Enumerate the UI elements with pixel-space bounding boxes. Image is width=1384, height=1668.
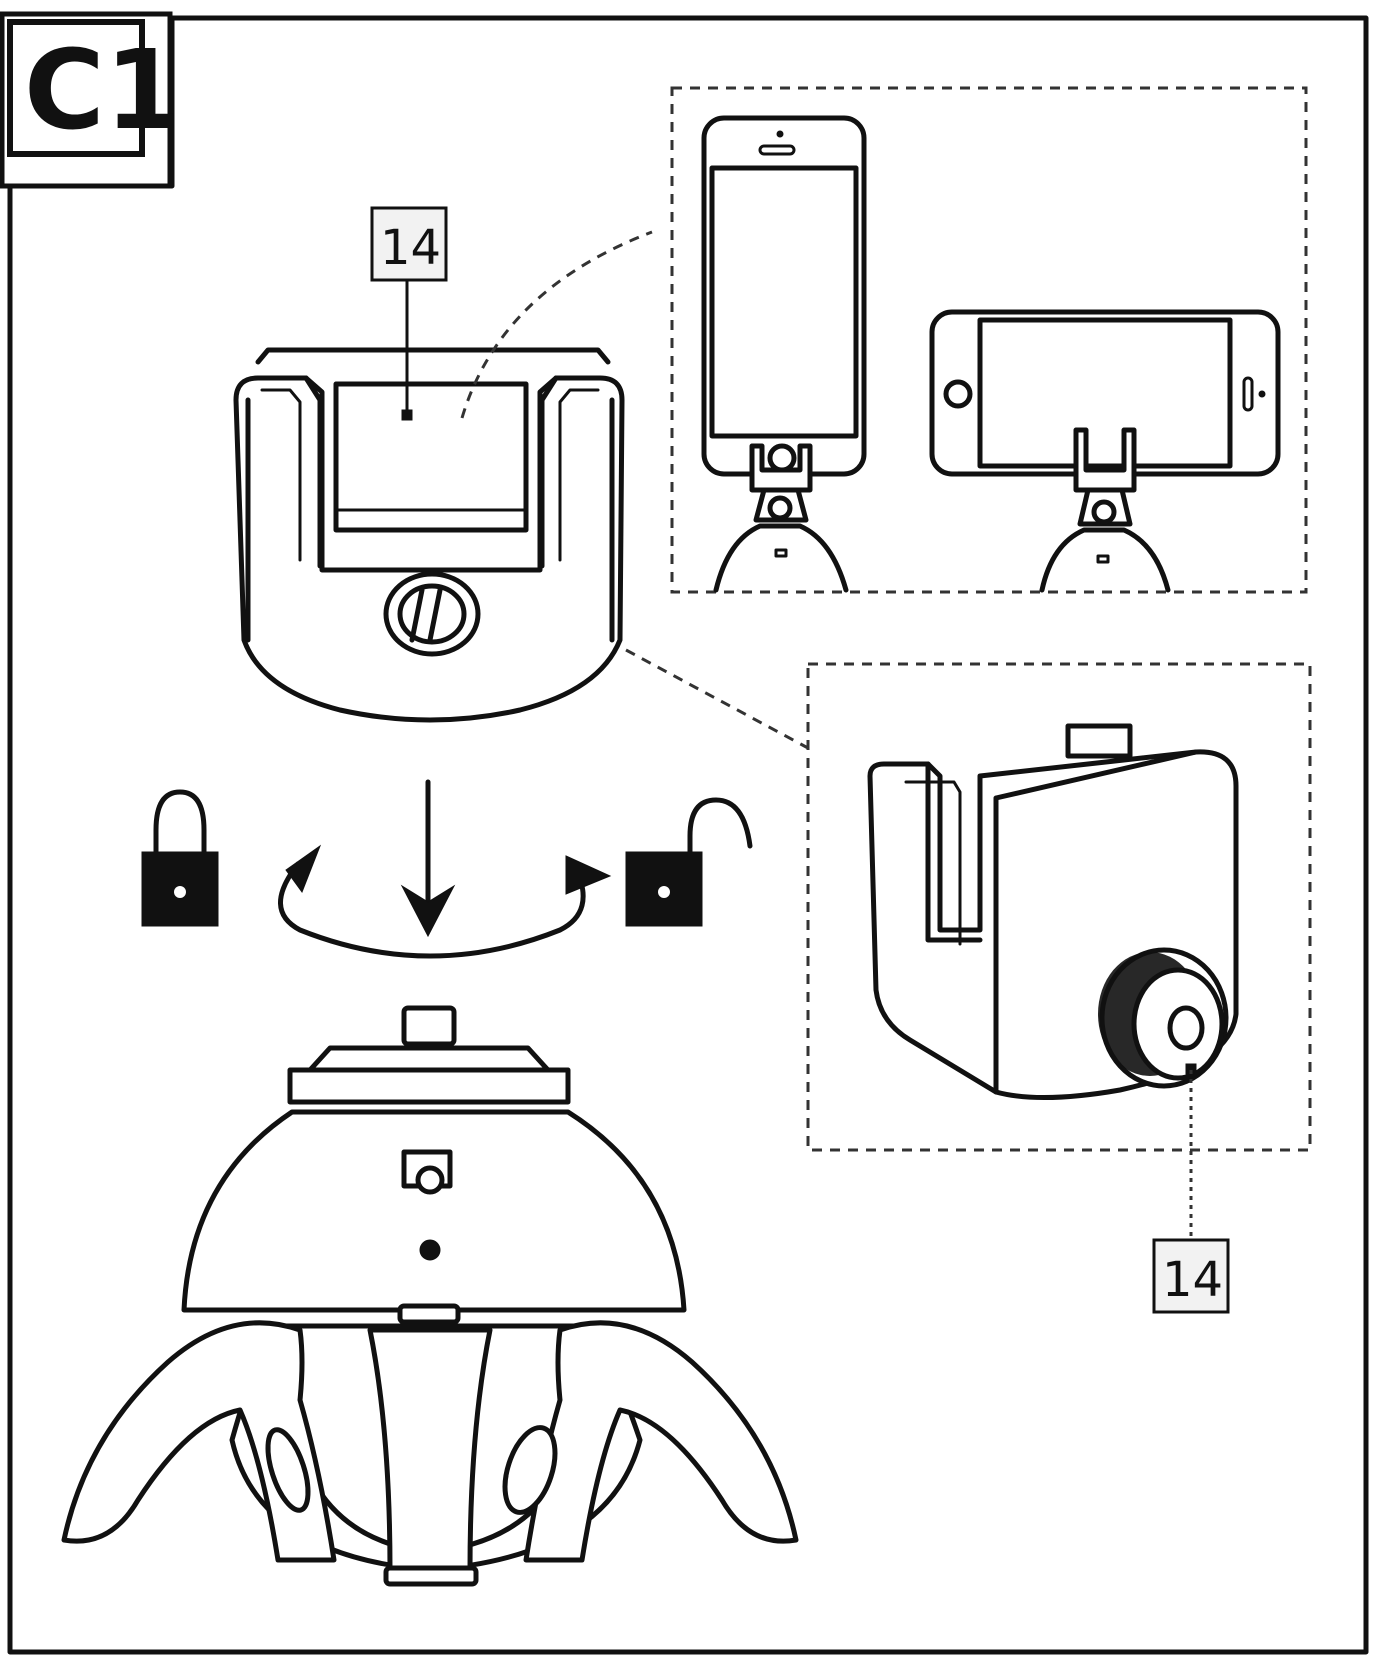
lock-closed-icon <box>141 789 219 927</box>
callout-bottom-text: 14 <box>1162 1252 1223 1308</box>
phone-landscape <box>929 309 1281 593</box>
phone-inset <box>670 86 1308 594</box>
figure-id-text: C1 <box>24 26 181 154</box>
phone-portrait <box>701 115 867 593</box>
motorized-base <box>61 1005 799 1587</box>
leader-phone-inset <box>460 230 653 419</box>
knob-inset <box>806 662 1312 1152</box>
callout-bottom: 14 <box>1152 1070 1230 1314</box>
thumbscrew-knob <box>1098 947 1229 1089</box>
arrow-down-icon <box>400 779 456 938</box>
phone-holder-front <box>233 347 625 723</box>
rotate-arrow-icon <box>278 844 612 959</box>
figure-id-label: C1 <box>0 11 181 189</box>
callout-top-text: 14 <box>380 220 441 276</box>
callout-top: 14 <box>370 206 448 414</box>
leader-knob-inset <box>625 648 809 750</box>
callout-bottom-box <box>1152 1238 1230 1314</box>
lock-open-icon <box>625 797 753 927</box>
callout-top-box <box>370 206 448 282</box>
